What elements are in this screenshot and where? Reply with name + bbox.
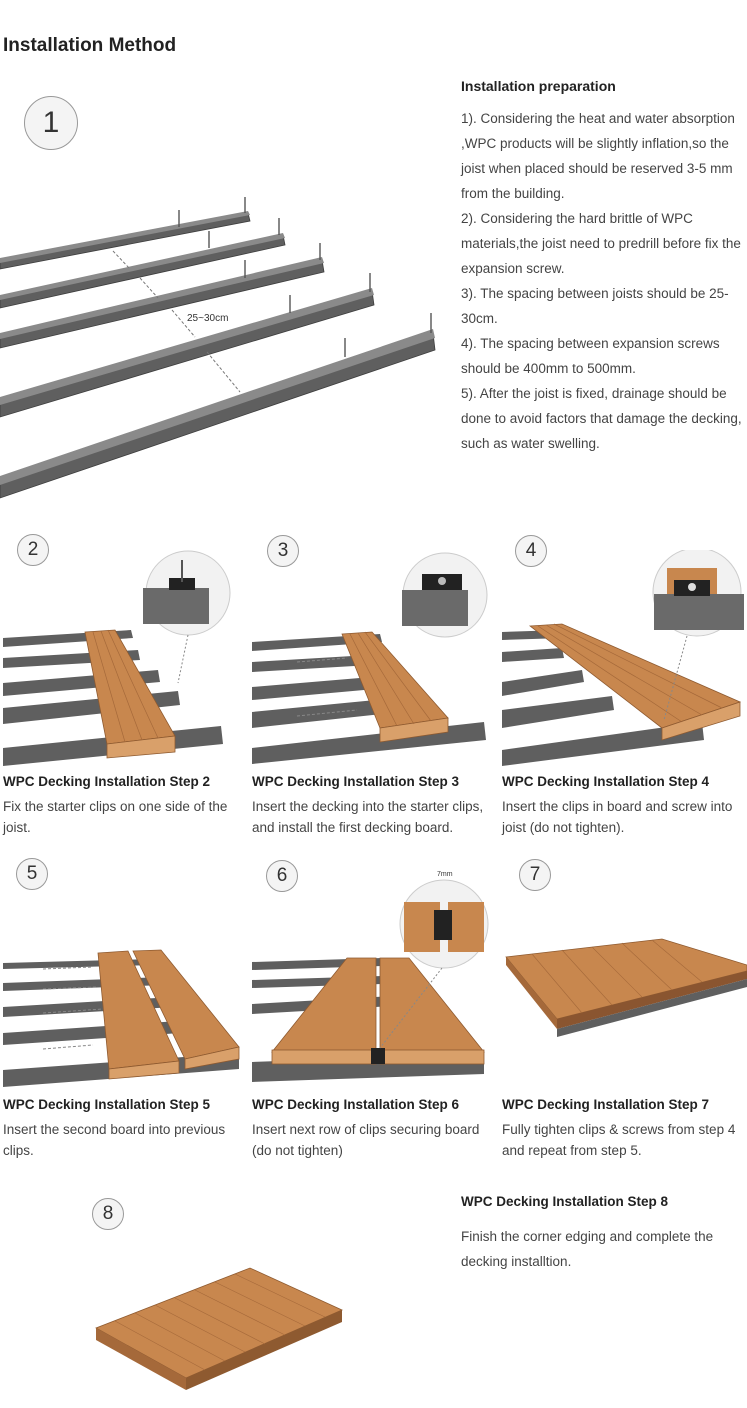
step-8-title: WPC Decking Installation Step 8 xyxy=(461,1194,669,1209)
step-7-badge: 7 xyxy=(519,859,551,891)
step-2-illustration xyxy=(3,550,231,766)
step-2-title: WPC Decking Installation Step 2 xyxy=(3,774,211,789)
gap-label: 7mm xyxy=(437,871,453,878)
step-2-desc: Fix the starter clips on one side of the… xyxy=(3,799,228,835)
prep-title: Installation preparation xyxy=(461,78,616,94)
step-5-title: WPC Decking Installation Step 5 xyxy=(3,1097,211,1112)
step-5-desc: Insert the second board into previous cl… xyxy=(3,1122,226,1158)
step-1-badge: 1 xyxy=(24,96,78,150)
step-6-desc: Insert next row of clips securing board … xyxy=(252,1122,480,1158)
step-3-desc: Insert the decking into the starter clip… xyxy=(252,799,484,835)
step-1-joists-illustration: 25~30cm xyxy=(0,197,436,499)
step-8-desc: Finish the corner edging and complete th… xyxy=(461,1229,714,1269)
prep-item: 5). After the joist is fixed, drainage s… xyxy=(461,386,742,451)
prep-item: 2). Considering the hard brittle of WPC … xyxy=(461,211,741,276)
step-3-illustration xyxy=(252,552,488,764)
step-4-illustration xyxy=(502,550,744,766)
step-6-illustration: 7mm xyxy=(252,871,489,1082)
step-7-desc: Fully tighten clips & screws from step 4… xyxy=(502,1122,736,1158)
step-8-illustration xyxy=(95,1267,343,1390)
spacing-label: 25~30cm xyxy=(187,313,228,324)
step-5-illustration xyxy=(3,949,240,1087)
step-4-desc: Insert the clips in board and screw into… xyxy=(502,799,733,835)
step-4-title: WPC Decking Installation Step 4 xyxy=(502,774,710,789)
step-8-badge: 8 xyxy=(92,1198,124,1230)
step-4-badge: 4 xyxy=(515,535,547,567)
step-6-badge: 6 xyxy=(266,860,298,892)
step-5-badge: 5 xyxy=(16,858,48,890)
prep-item: 1). Considering the heat and water absor… xyxy=(461,111,735,201)
prep-item: 4). The spacing between expansion screws… xyxy=(461,336,720,376)
step-3-title: WPC Decking Installation Step 3 xyxy=(252,774,460,789)
step-2-badge: 2 xyxy=(17,534,49,566)
prep-item: 3). The spacing between joists should be… xyxy=(461,286,729,326)
step-7-illustration xyxy=(505,938,747,1037)
step-6-title: WPC Decking Installation Step 6 xyxy=(252,1097,460,1112)
prep-list: 1). Considering the heat and water absor… xyxy=(461,106,747,456)
step-3-badge: 3 xyxy=(267,535,299,567)
page-title: Installation Method xyxy=(3,35,177,56)
step-7-title: WPC Decking Installation Step 7 xyxy=(502,1097,710,1112)
